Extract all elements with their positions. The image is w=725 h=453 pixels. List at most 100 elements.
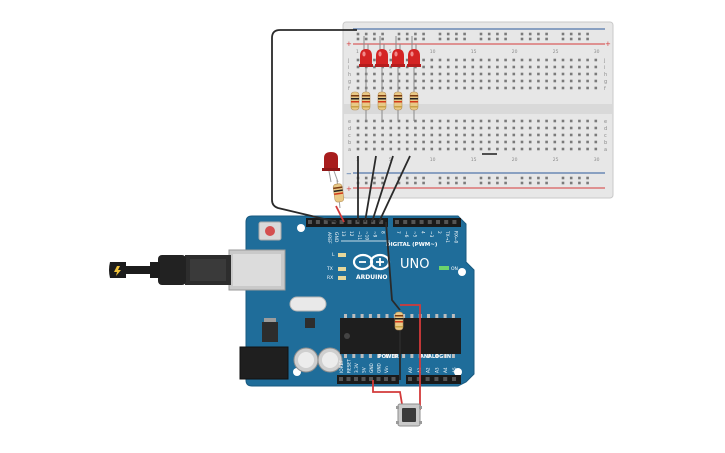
breadboard-led-group[interactable]	[350, 36, 421, 121]
breadboard-hole[interactable]	[463, 79, 466, 83]
breadboard-hole[interactable]	[414, 126, 417, 130]
breadboard-hole[interactable]	[471, 147, 475, 151]
header-pin-hole[interactable]	[354, 377, 358, 381]
breadboard-hole[interactable]	[381, 72, 384, 76]
breadboard-hole[interactable]	[463, 126, 466, 130]
ext-led-wire[interactable]	[335, 205, 345, 223]
breadboard-hole[interactable]	[471, 126, 475, 130]
breadboard-hole[interactable]	[569, 147, 573, 151]
breadboard-hole[interactable]	[487, 32, 491, 36]
breadboard-hole[interactable]	[479, 181, 483, 185]
header-pin-hole[interactable]	[403, 220, 408, 224]
breadboard-hole[interactable]	[512, 140, 516, 144]
breadboard-hole[interactable]	[586, 126, 589, 130]
breadboard-hole[interactable]	[381, 79, 384, 83]
breadboard-hole[interactable]	[463, 176, 466, 180]
breadboard-hole[interactable]	[586, 176, 589, 180]
breadboard-hole[interactable]	[578, 176, 581, 180]
header-pin-hole[interactable]	[427, 220, 432, 224]
breadboard-hole[interactable]	[455, 140, 458, 144]
breadboard-hole[interactable]	[594, 147, 598, 151]
breadboard-hole[interactable]	[405, 119, 409, 123]
breadboard-hole[interactable]	[397, 133, 401, 137]
breadboard-hole[interactable]	[586, 140, 589, 144]
breadboard-hole[interactable]	[496, 79, 499, 83]
led[interactable]	[360, 49, 372, 65]
breadboard-hole[interactable]	[356, 37, 360, 41]
breadboard-hole[interactable]	[397, 147, 401, 151]
breadboard-hole[interactable]	[578, 147, 581, 151]
breadboard-hole[interactable]	[455, 65, 458, 69]
breadboard-hole[interactable]	[455, 126, 458, 130]
header-pin-hole[interactable]	[419, 220, 424, 224]
breadboard-hole[interactable]	[373, 181, 376, 185]
breadboard-hole[interactable]	[537, 37, 540, 41]
breadboard-hole[interactable]	[553, 126, 557, 130]
header-pin-hole[interactable]	[391, 377, 396, 381]
breadboard-hole[interactable]	[455, 133, 458, 137]
breadboard-hole[interactable]	[569, 133, 573, 137]
breadboard-hole[interactable]	[381, 32, 384, 36]
pulldown-resistor[interactable]	[394, 311, 404, 331]
breadboard-hole[interactable]	[487, 86, 491, 90]
breadboard-hole[interactable]	[537, 119, 540, 123]
header-pin-hole[interactable]	[347, 220, 352, 224]
breadboard-hole[interactable]	[389, 147, 393, 151]
breadboard-hole[interactable]	[561, 79, 565, 83]
breadboard-hole[interactable]	[422, 176, 425, 180]
breadboard-hole[interactable]	[438, 181, 442, 185]
breadboard-hole[interactable]	[405, 126, 409, 130]
breadboard-hole[interactable]	[569, 126, 573, 130]
breadboard-hole[interactable]	[364, 32, 368, 36]
breadboard-hole[interactable]	[405, 133, 409, 137]
breadboard-hole[interactable]	[389, 140, 393, 144]
breadboard-hole[interactable]	[561, 140, 565, 144]
breadboard-hole[interactable]	[438, 58, 442, 62]
breadboard-hole[interactable]	[520, 126, 524, 130]
breadboard-hole[interactable]	[479, 126, 483, 130]
breadboard-hole[interactable]	[364, 126, 368, 130]
breadboard-hole[interactable]	[496, 86, 499, 90]
breadboard-hole[interactable]	[504, 37, 507, 41]
breadboard-hole[interactable]	[381, 126, 384, 130]
gnd-wire[interactable]	[271, 29, 357, 223]
breadboard-hole[interactable]	[520, 65, 524, 69]
breadboard-hole[interactable]	[553, 79, 557, 83]
breadboard-hole[interactable]	[520, 58, 524, 62]
breadboard-hole[interactable]	[520, 79, 524, 83]
breadboard-hole[interactable]	[414, 37, 417, 41]
breadboard-hole[interactable]	[578, 133, 581, 137]
breadboard-hole[interactable]	[455, 79, 458, 83]
breadboard-hole[interactable]	[463, 140, 466, 144]
breadboard-hole[interactable]	[520, 86, 524, 90]
breadboard-hole[interactable]	[422, 37, 425, 41]
breadboard-hole[interactable]	[504, 133, 507, 137]
breadboard-holes[interactable]	[356, 32, 598, 185]
breadboard-hole[interactable]	[430, 79, 434, 83]
breadboard-hole[interactable]	[479, 37, 483, 41]
breadboard-hole[interactable]	[537, 133, 540, 137]
breadboard-hole[interactable]	[471, 65, 475, 69]
breadboard-hole[interactable]	[438, 126, 442, 130]
breadboard-hole[interactable]	[414, 86, 417, 90]
breadboard-hole[interactable]	[553, 140, 557, 144]
header-pin-hole[interactable]	[346, 377, 351, 381]
breadboard-hole[interactable]	[512, 86, 516, 90]
breadboard-hole[interactable]	[414, 181, 417, 185]
breadboard-hole[interactable]	[537, 140, 540, 144]
breadboard-hole[interactable]	[545, 126, 548, 130]
breadboard-hole[interactable]	[586, 181, 589, 185]
header-pin-hole[interactable]	[376, 377, 381, 381]
breadboard-hole[interactable]	[422, 147, 425, 151]
breadboard-hole[interactable]	[430, 126, 434, 130]
breadboard-hole[interactable]	[373, 119, 376, 123]
breadboard-hole[interactable]	[446, 176, 450, 180]
breadboard-hole[interactable]	[356, 126, 360, 130]
breadboard-hole[interactable]	[463, 86, 466, 90]
breadboard-hole[interactable]	[569, 58, 573, 62]
breadboard-hole[interactable]	[373, 37, 376, 41]
breadboard-hole[interactable]	[561, 65, 565, 69]
breadboard-hole[interactable]	[537, 79, 540, 83]
breadboard-hole[interactable]	[487, 79, 491, 83]
breadboard-hole[interactable]	[463, 133, 466, 137]
